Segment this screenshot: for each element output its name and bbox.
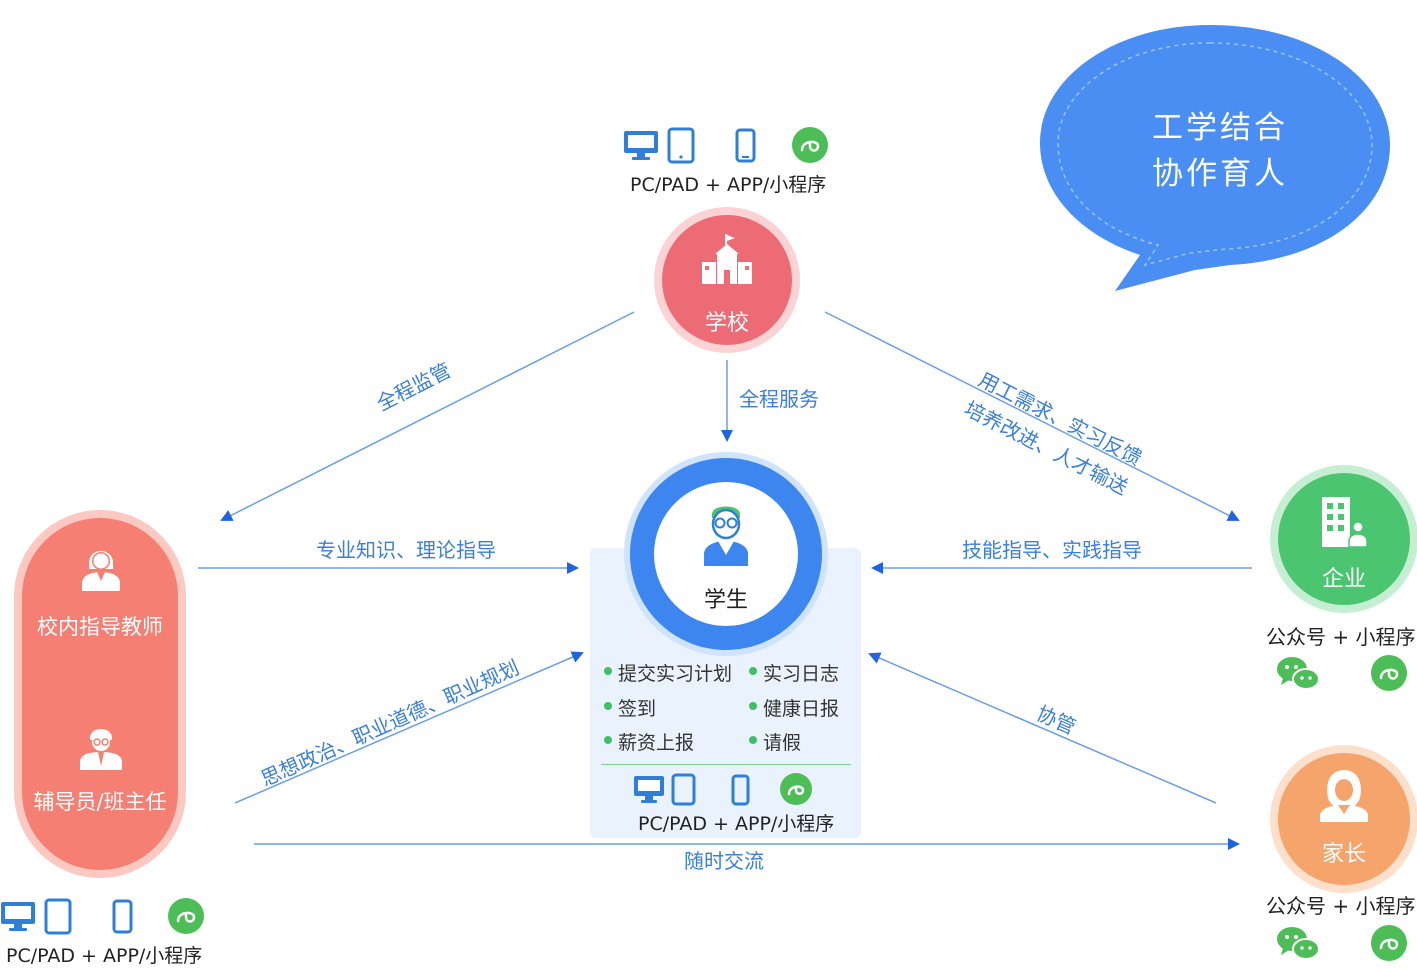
pad-icon: [671, 773, 696, 806]
pc-icon: [624, 131, 658, 160]
feature-item: 签到: [604, 694, 656, 721]
parent-channel-icons: [1275, 922, 1415, 964]
enterprise-label: 企业: [1321, 567, 1366, 592]
mini-program-icon: [1371, 655, 1407, 691]
staff-device-icons: [0, 897, 210, 937]
pad-icon: [44, 898, 72, 935]
pad-icon: [667, 127, 695, 164]
arrow-parent-to-student: [868, 652, 1217, 804]
campus-teacher-label: 校内指导教师: [37, 615, 163, 639]
feature-item: 健康日报: [749, 694, 839, 721]
school-building-icon: [698, 232, 756, 290]
mini-program-icon: [168, 898, 204, 934]
slogan-bubble: [1040, 25, 1390, 291]
phone-icon: [735, 128, 756, 163]
feature-item: 薪资上报: [604, 728, 694, 755]
feature-item: 实习日志: [749, 659, 839, 686]
staff-platform-caption: PC/PAD + APP/小程序: [6, 945, 203, 967]
arrow-school-to-enterprise: [824, 311, 1240, 521]
phone-icon: [112, 899, 133, 934]
edge-label-service: 全程服务: [739, 387, 819, 411]
student-label: 学生: [703, 588, 748, 613]
feature-item: 请假: [749, 728, 801, 755]
school-platform-caption: PC/PAD + APP/小程序: [630, 174, 827, 196]
mini-program-icon: [1371, 925, 1407, 961]
male-counselor-icon: [78, 722, 124, 776]
student-platform-caption: PC/PAD + APP/小程序: [638, 813, 835, 835]
phone-icon: [731, 774, 750, 806]
student-avatar-icon: [700, 500, 752, 574]
arrow-counselor-to-student: [234, 651, 584, 804]
school-label: 学校: [704, 311, 749, 336]
female-teacher-icon: [80, 543, 122, 597]
edge-label-communicate: 随时交流: [684, 849, 764, 873]
edge-label-knowledge: 专业知识、理论指导: [316, 538, 496, 562]
pc-icon: [1, 902, 35, 931]
enterprise-channel-icons: [1275, 652, 1415, 694]
student-device-icons: [630, 772, 820, 808]
parent-platform-caption: 公众号 + 小程序: [1266, 894, 1416, 918]
panel-divider: [601, 764, 851, 765]
wechat-icon: [1277, 927, 1320, 960]
school-device-icons: [620, 126, 840, 166]
parent-label: 家长: [1321, 842, 1366, 867]
counselor-label: 辅导员/班主任: [33, 790, 167, 814]
pc-icon: [634, 776, 664, 803]
slogan-line-1: 工学结合: [1152, 110, 1288, 146]
parent-avatar-icon: [1318, 768, 1370, 828]
wechat-icon: [1277, 657, 1320, 690]
office-building-icon: [1318, 495, 1368, 553]
mini-program-icon: [792, 127, 828, 163]
edge-label-skills: 技能指导、实践指导: [962, 538, 1142, 562]
mini-program-icon: [780, 773, 812, 805]
arrow-school-to-staff: [220, 311, 635, 521]
enterprise-platform-caption: 公众号 + 小程序: [1266, 625, 1416, 649]
feature-item: 提交实习计划: [604, 659, 732, 686]
slogan-line-2: 协作育人: [1152, 156, 1288, 192]
